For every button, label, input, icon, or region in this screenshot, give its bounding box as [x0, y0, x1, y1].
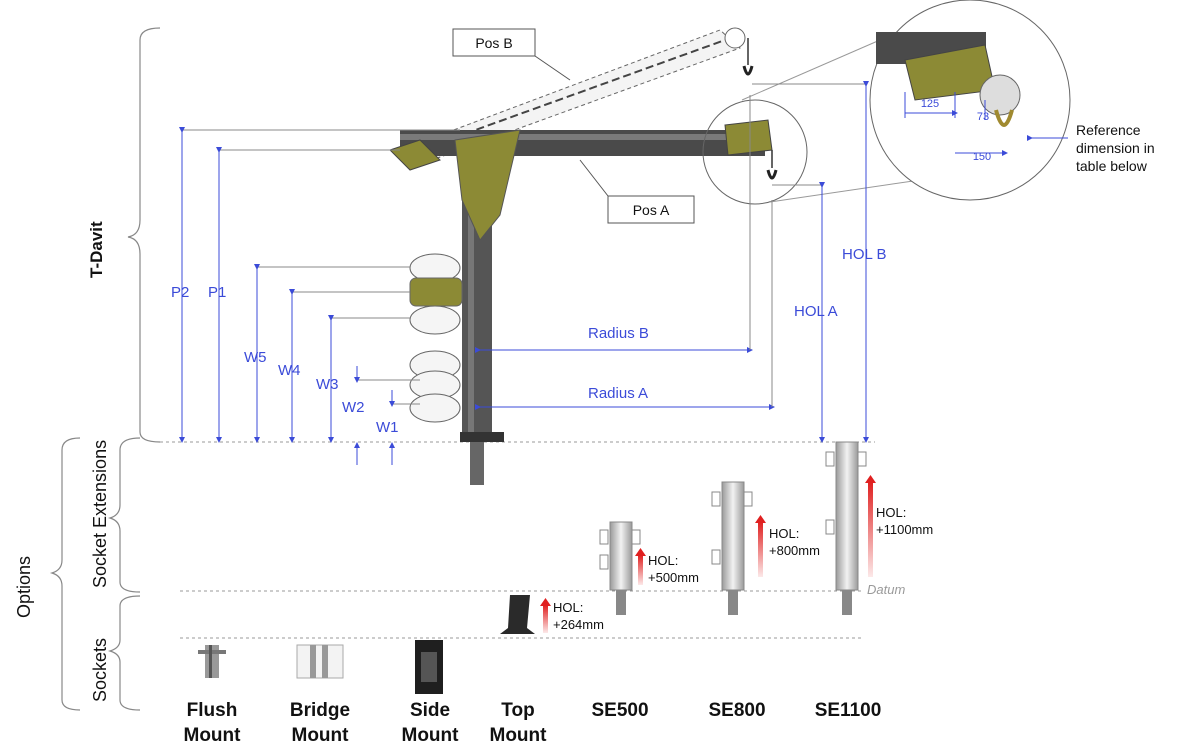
t-davit-label: T-Davit — [87, 221, 106, 278]
davit-mast — [454, 129, 521, 485]
radius-b-label: Radius B — [588, 325, 649, 342]
w3-label: W3 — [316, 376, 339, 393]
svg-text:dimension in: dimension in — [1076, 140, 1155, 156]
svg-text:Mount: Mount — [292, 725, 350, 746]
flush-mount-socket — [198, 645, 226, 678]
top-mount-socket — [500, 595, 551, 634]
svg-text:HOL:: HOL: — [769, 526, 799, 541]
svg-text:Bridge: Bridge — [290, 700, 350, 721]
hol-labels: HOL: +500mm HOL: +800mm HOL: +1100mm HOL… — [553, 505, 933, 632]
w4-label: W4 — [278, 362, 301, 379]
reference-note: Reference dimension in table below — [1076, 122, 1155, 174]
svg-text:table below: table below — [1076, 158, 1148, 174]
dimension-labels: P2 P1 W5 W4 W3 W2 W1 Radius B Radius A H… — [171, 246, 886, 436]
svg-text:+1100mm: +1100mm — [876, 522, 933, 537]
hol-a-label: HOL A — [794, 303, 838, 320]
hol-b-label: HOL B — [842, 246, 886, 263]
svg-text:SE800: SE800 — [708, 700, 765, 721]
svg-text:SE1100: SE1100 — [815, 700, 882, 721]
svg-text:Mount: Mount — [402, 725, 460, 746]
svg-text:+800mm: +800mm — [769, 543, 820, 558]
se1100-extension — [825, 441, 876, 615]
options-label: Options — [14, 556, 34, 618]
dim-150: 150 — [973, 151, 991, 163]
w2-label: W2 — [342, 399, 365, 416]
svg-text:+264mm: +264mm — [553, 617, 604, 632]
w1-label: W1 — [376, 419, 399, 436]
svg-text:Pos B: Pos B — [475, 35, 512, 51]
socket-extensions-label: Socket Extensions — [90, 440, 110, 588]
svg-text:Flush: Flush — [187, 700, 238, 721]
svg-text:Side: Side — [410, 700, 450, 721]
dimension-lines — [179, 81, 869, 465]
p2-label: P2 — [171, 284, 189, 301]
dim-73: 73 — [977, 111, 989, 123]
radius-a-label: Radius A — [588, 385, 648, 402]
datum-label: Datum — [867, 582, 905, 597]
svg-text:Reference: Reference — [1076, 122, 1141, 138]
svg-text:Pos A: Pos A — [633, 202, 670, 218]
mast-wheels — [409, 253, 463, 423]
detail-zoom: 125 73 150 — [702, 0, 1071, 205]
pos-a-boom — [389, 119, 778, 180]
svg-text:Top: Top — [501, 700, 534, 721]
bottom-labels: Flush Mount Bridge Mount Side Mount Top … — [184, 700, 882, 746]
svg-text:Mount: Mount — [490, 725, 548, 746]
w5-label: W5 — [244, 349, 267, 366]
pos-b-callout: Pos B — [452, 28, 571, 81]
pos-a-callout: Pos A — [579, 159, 695, 224]
sockets-label: Sockets — [90, 638, 110, 702]
p1-label: P1 — [208, 284, 226, 301]
side-mount-socket — [415, 640, 443, 694]
se800-extension — [711, 481, 766, 615]
section-brackets — [49, 27, 161, 711]
svg-text:HOL:: HOL: — [553, 600, 583, 615]
svg-text:SE500: SE500 — [591, 700, 648, 721]
bridge-mount-socket — [296, 644, 344, 679]
svg-text:+500mm: +500mm — [648, 570, 699, 585]
svg-text:HOL:: HOL: — [876, 505, 906, 520]
svg-text:HOL:: HOL: — [648, 553, 678, 568]
dim-125: 125 — [921, 98, 939, 110]
se500-extension — [599, 521, 646, 615]
svg-text:Mount: Mount — [184, 725, 242, 746]
